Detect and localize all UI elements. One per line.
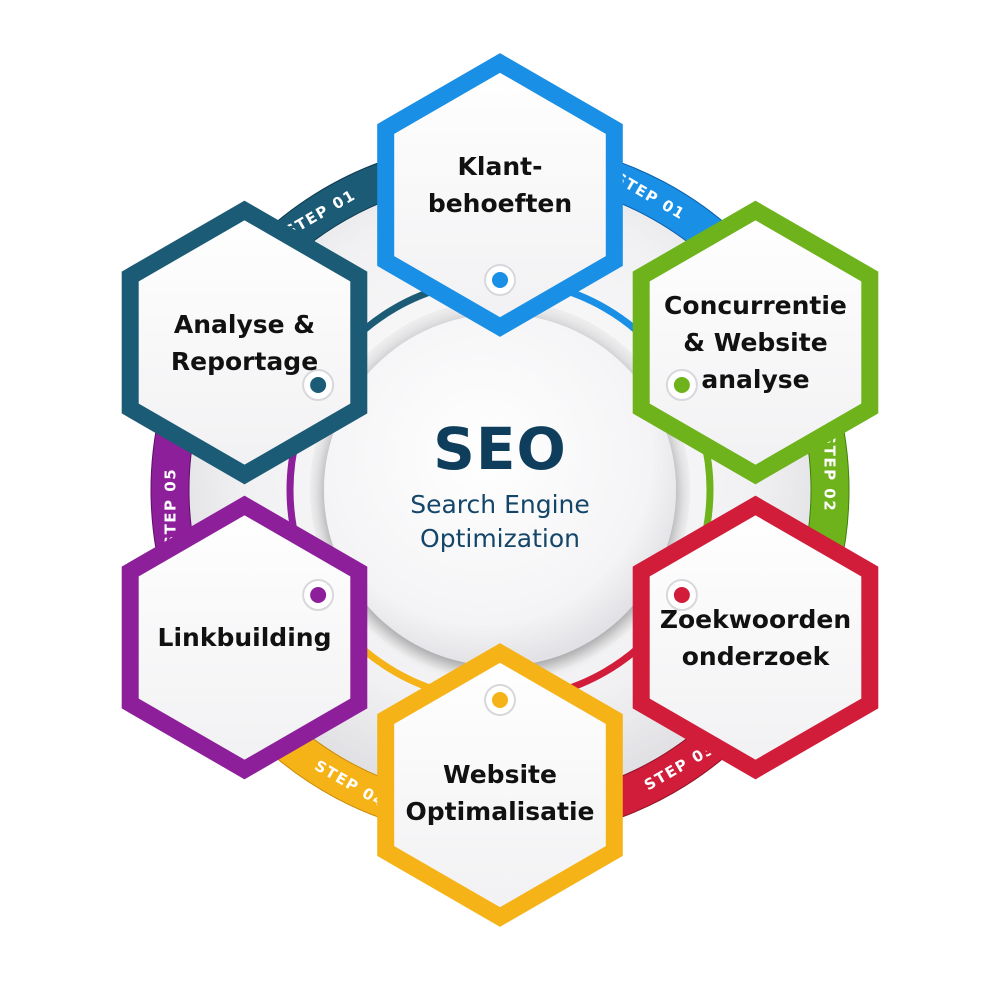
hexagon-shape xyxy=(377,53,623,337)
hexagon-shape xyxy=(121,495,368,780)
step-hexagon-4 xyxy=(377,643,623,927)
step-label-line: Website xyxy=(443,760,557,789)
step-label-line: Linkbuilding xyxy=(157,623,332,652)
center-label: SEO Search Engine Optimization xyxy=(300,420,700,556)
step-hexagon-5 xyxy=(121,495,368,780)
ring-node-dot-5 xyxy=(310,587,327,603)
step-label-line: Analyse & xyxy=(173,309,316,339)
step-label-line: analyse xyxy=(701,365,810,394)
step-label-line: behoeften xyxy=(427,189,573,218)
ring-node-dot-4 xyxy=(492,692,508,708)
step-arrow-label-2: STEP 02 xyxy=(821,433,839,512)
step-label-line: Concurrentie xyxy=(664,291,847,320)
center-disc xyxy=(324,314,676,666)
step-label-line: Reportage xyxy=(170,346,319,376)
step-label-line: Klant- xyxy=(457,152,543,181)
center-subtitle-line2: Optimization xyxy=(420,524,580,553)
step-label-6: Analyse & Reportage xyxy=(125,306,365,380)
step-hexagon-1 xyxy=(377,53,623,337)
ring-node-dot-6 xyxy=(310,377,327,393)
step-label-2: Concurrentie & Website analyse xyxy=(635,287,875,398)
step-hexagon-2 xyxy=(632,200,879,485)
hexagon-shape xyxy=(121,200,368,485)
ring-nodes xyxy=(302,264,698,716)
step-label-line: Optimalisatie xyxy=(405,797,595,826)
step-label-1: Klant-behoeften xyxy=(380,148,620,222)
hexagon-shape xyxy=(632,495,879,780)
step-label-line: Zoekwoorden xyxy=(659,604,852,634)
ring-node-dot-1 xyxy=(492,272,508,288)
ring-node-dot-3 xyxy=(673,587,690,603)
hexagon-shape xyxy=(632,200,879,485)
center-title: SEO xyxy=(433,415,567,483)
step-label-3: Zoekwoorden onderzoek xyxy=(635,601,875,675)
step-label-line: & Website xyxy=(683,328,828,357)
step-hexagon-6 xyxy=(121,200,368,485)
center-subtitle-line1: Search Engine xyxy=(410,490,590,519)
ring-node-dot-2 xyxy=(673,377,690,393)
step-label-line: onderzoek xyxy=(681,641,830,671)
step-arrow-label-5: STEP 05 xyxy=(161,468,179,547)
hexagon-shape xyxy=(377,643,623,927)
step-hexagon-3 xyxy=(632,495,879,780)
step-label-5: Linkbuilding xyxy=(125,619,365,656)
step-hexagons xyxy=(121,53,879,927)
